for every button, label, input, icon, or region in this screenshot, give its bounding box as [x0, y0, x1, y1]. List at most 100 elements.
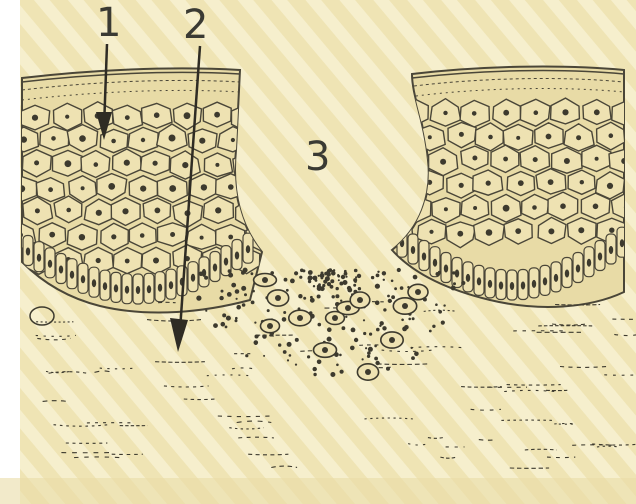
inflammatory-cell-nucleus	[402, 303, 408, 309]
infiltrate-dot	[267, 309, 270, 312]
right-nucleus	[443, 111, 447, 115]
infiltrate-dot	[394, 287, 397, 290]
infiltrate-dot	[310, 296, 313, 299]
infiltrate-dot	[317, 360, 322, 365]
infiltrate-dot	[358, 287, 361, 290]
left-basal-nucleus	[147, 285, 151, 293]
left-nucleus	[228, 184, 234, 190]
infiltrate-dot	[391, 295, 395, 299]
right-nucleus	[472, 156, 477, 161]
right-nucleus	[594, 109, 600, 115]
label-3: 3	[305, 134, 330, 180]
right-basal-nucleus	[422, 253, 426, 261]
right-nucleus	[548, 228, 554, 234]
infiltrate-dot	[221, 290, 224, 293]
right-basal-nucleus	[543, 277, 547, 285]
infiltrate-dot	[318, 283, 321, 286]
infiltrate-dot	[330, 279, 334, 283]
infiltrate-dot	[342, 326, 346, 330]
infiltrate-dot	[435, 303, 438, 306]
infiltrate-dot	[351, 328, 356, 333]
left-basal-nucleus	[26, 248, 30, 256]
infiltrate-dot	[401, 319, 404, 322]
infiltrate-dot	[219, 296, 223, 300]
infiltrate-dot	[362, 358, 364, 360]
left-basal-nucleus	[213, 264, 217, 272]
infiltrate-dot	[255, 335, 259, 339]
infiltrate-dot	[222, 313, 226, 317]
left-basal-nucleus	[103, 282, 107, 290]
infiltrate-dot	[213, 323, 218, 328]
left-basal-nucleus	[81, 275, 85, 283]
infiltrate-dot	[330, 285, 334, 289]
infiltrate-dot	[353, 284, 356, 287]
infiltrate-dot	[400, 286, 404, 290]
inflammatory-cell-nucleus	[262, 277, 268, 283]
infiltrate-dot	[325, 276, 330, 281]
infiltrate-dot	[227, 292, 232, 297]
infiltrate-dot	[355, 276, 357, 278]
left-nucleus	[184, 112, 191, 119]
left-nucleus	[49, 232, 55, 238]
infiltrate-dot	[333, 269, 335, 271]
right-basal-nucleus	[620, 239, 624, 247]
label-2: 2	[183, 2, 208, 48]
infiltrate-dot	[411, 347, 413, 349]
left-nucleus	[32, 115, 38, 121]
infiltrate-dot	[327, 337, 332, 342]
left-nucleus	[34, 160, 39, 165]
right-nucleus	[459, 132, 464, 137]
infiltrate-dot	[205, 310, 207, 312]
infiltrate-dot	[375, 284, 380, 289]
infiltrate-dot	[344, 270, 347, 273]
left-nucleus	[96, 210, 102, 216]
infiltrate-dot	[386, 367, 390, 371]
left-nucleus	[96, 258, 101, 263]
infiltrate-dot	[377, 271, 379, 273]
left-basal-nucleus	[136, 286, 140, 294]
inflammatory-cell-nucleus	[322, 347, 328, 353]
right-basal-nucleus	[565, 270, 569, 278]
right-nucleus	[546, 134, 552, 140]
left-nucleus	[65, 160, 72, 167]
left-nucleus	[51, 136, 56, 141]
infiltrate-dot	[262, 334, 266, 338]
infiltrate-dot	[382, 271, 386, 275]
left-basal-nucleus	[48, 260, 52, 268]
infiltrate-dot	[300, 269, 304, 273]
inflammatory-cell-nucleus	[297, 315, 303, 321]
right-basal-nucleus	[499, 282, 503, 290]
infiltrate-dot	[408, 318, 411, 321]
infiltrate-dot	[339, 282, 343, 286]
infiltrate-dot	[350, 346, 355, 351]
infiltrate-dot	[235, 289, 240, 294]
infiltrate-dot	[367, 355, 370, 358]
left-nucleus	[65, 115, 69, 119]
infiltrate-dot	[289, 354, 292, 357]
infiltrate-dot	[391, 280, 394, 283]
infiltrate-dot	[376, 328, 380, 332]
infiltrate-dot	[225, 326, 228, 329]
infiltrate-dot	[236, 305, 241, 310]
infiltrate-dot	[252, 290, 255, 293]
left-basal-nucleus	[92, 279, 96, 287]
left-nucleus	[122, 208, 128, 214]
left-nucleus	[154, 112, 160, 118]
infiltrate-dot	[336, 287, 339, 290]
left-nucleus	[153, 258, 159, 264]
left-nucleus	[170, 232, 175, 237]
right-nucleus	[560, 203, 566, 209]
left-basal-nucleus	[114, 284, 118, 292]
right-basal-nucleus	[521, 282, 525, 290]
infiltrate-dot	[432, 325, 435, 328]
left-nucleus	[169, 135, 176, 142]
infiltrate-dot	[345, 276, 347, 278]
right-nucleus	[459, 183, 464, 188]
left-nucleus	[48, 187, 53, 192]
left-nucleus	[111, 234, 116, 239]
left-nucleus	[125, 259, 130, 264]
right-nucleus	[580, 180, 584, 184]
infiltrate-dot	[338, 279, 340, 281]
right-nucleus	[473, 206, 477, 210]
